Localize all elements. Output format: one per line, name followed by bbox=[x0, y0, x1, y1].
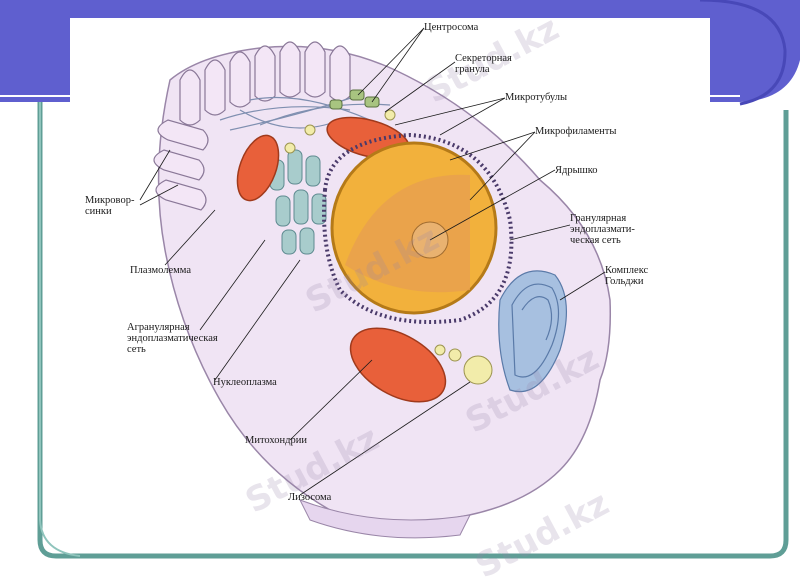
label-lysosome: Лизосома bbox=[288, 492, 332, 503]
golgi-complex bbox=[498, 270, 567, 393]
label-plasmalemma: Плазмолемма bbox=[130, 265, 192, 276]
microvilli bbox=[153, 41, 351, 211]
cell-diagram bbox=[139, 27, 612, 539]
filament-network bbox=[219, 94, 391, 131]
frame-blue-curve bbox=[699, 0, 787, 106]
label-microfilaments: Микрофиламенты bbox=[535, 126, 617, 137]
label-granular-er: Гранулярная эндоплазмати- ческая сеть bbox=[570, 213, 635, 246]
mitochondria bbox=[236, 116, 447, 403]
leader-lines bbox=[139, 27, 606, 496]
frame-teal-inner bbox=[39, 95, 81, 557]
frame-teal-border bbox=[37, 95, 789, 559]
label-nucleolus: Ядрышко bbox=[555, 165, 598, 176]
label-microvilli: Микровор- синки bbox=[85, 195, 135, 217]
label-secretory-granule: Секреторная гранула bbox=[455, 53, 512, 75]
label-microtubules: Микротубулы bbox=[505, 92, 568, 103]
label-centrosome: Центросома bbox=[424, 22, 479, 33]
label-nucleoplasm: Нуклеоплазма bbox=[213, 377, 277, 388]
label-golgi: Комплекс Гольджи bbox=[605, 265, 649, 287]
nucleus-cutaway bbox=[345, 174, 470, 293]
lysosomes bbox=[284, 109, 493, 385]
nucleus bbox=[330, 141, 498, 315]
label-agranular-er: Агранулярная эндоплазматическая сеть bbox=[127, 322, 218, 355]
label-mitochondria: Митохондрии bbox=[245, 435, 307, 446]
cell-lateral-face bbox=[298, 499, 471, 539]
